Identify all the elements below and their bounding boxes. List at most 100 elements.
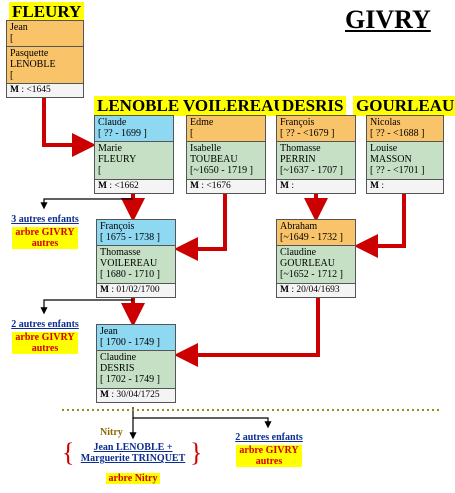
nitry-couple-line1[interactable]: Jean LENOBLE +	[93, 442, 173, 453]
right-brace: }	[190, 438, 203, 467]
person-surname: MASSON	[370, 154, 412, 165]
arrow-voilereau-to-francois	[174, 188, 227, 261]
person-name: Pasquette	[10, 48, 49, 59]
person-surname: FLEURY	[98, 154, 137, 165]
arrow-fleury-to-lenoble	[42, 95, 96, 157]
person-name: Isabelle	[190, 143, 222, 154]
person-surname: GOURLEAU	[280, 258, 335, 269]
person-name: Louise	[370, 143, 398, 154]
arrow-other-children-2	[40, 299, 133, 315]
person-name: Abraham	[280, 221, 318, 232]
person-surname: PERRIN	[280, 154, 316, 165]
marriage-info: M : <1676	[187, 180, 265, 193]
person-dates: [ ?? - <1701 ]	[370, 165, 425, 176]
husband-cell: François [ ?? - <1679 ]	[277, 116, 355, 142]
person-dates: [ 1680 - 1710 ]	[100, 269, 160, 280]
person-dates: [	[10, 70, 14, 81]
wife-cell: Thomasse PERRIN [~1637 - 1707 ]	[277, 142, 355, 180]
wife-cell: Marie FLEURY [	[95, 142, 173, 180]
marriage-info: M : <1662	[95, 180, 173, 193]
husband-cell: Claude [ ?? - 1699 ]	[95, 116, 173, 142]
marriage-info: M : <1645	[7, 84, 83, 97]
husband-cell: Edme [	[187, 116, 265, 142]
page-title: GIVRY	[345, 5, 431, 34]
person-surname: VOILEREAU	[100, 258, 158, 269]
wife-cell: Claudine GOURLEAU [~1652 - 1712 ]	[277, 246, 355, 284]
couple-box-abraham-gourleau[interactable]: Abraham [~1649 - 1732 ] Claudine GOURLEA…	[276, 219, 356, 298]
person-name: François	[280, 117, 315, 128]
nitry-label: Nitry	[100, 427, 123, 438]
person-dates: [ ?? - <1688 ]	[370, 128, 425, 139]
person-dates: [~1649 - 1732 ]	[280, 232, 343, 243]
couple-box-lenoble[interactable]: Claude [ ?? - 1699 ] Marie FLEURY [ M : …	[94, 115, 174, 194]
other-children-link[interactable]: 2 autres enfants	[11, 319, 79, 330]
wife-cell: Louise MASSON [ ?? - <1701 ]	[367, 142, 443, 180]
person-name: Thomasse	[100, 247, 141, 258]
arrow-other-children-1	[40, 198, 133, 210]
left-brace: {	[62, 438, 75, 467]
couple-box-gourleau[interactable]: Nicolas [ ?? - <1688 ] Louise MASSON [ ?…	[366, 115, 444, 194]
person-dates: [ 1702 - 1749 ]	[100, 374, 160, 385]
nitry-couple-line2[interactable]: Marguerite TRINQUET	[80, 453, 186, 464]
family-label-voilereau[interactable]: VOILEREAU	[180, 96, 289, 116]
husband-cell: Abraham [~1649 - 1732 ]	[277, 220, 355, 246]
person-dates: [~1650 - 1719 ]	[190, 165, 253, 176]
person-surname: TOUBEAU	[190, 154, 238, 165]
nitry-tree-block: arbre Nitry	[92, 471, 174, 484]
husband-cell: Nicolas [ ?? - <1688 ]	[367, 116, 443, 142]
wife-cell: Claudine DESRIS [ 1702 - 1749 ]	[97, 351, 175, 389]
person-dates: [ ?? - 1699 ]	[98, 128, 147, 139]
couple-box-jean-desris[interactable]: Jean [ 1700 - 1749 ] Claudine DESRIS [ 1…	[96, 324, 176, 403]
person-surname: DESRIS	[100, 363, 135, 374]
person-dates: [ ?? - <1679 ]	[280, 128, 335, 139]
wife-cell: Pasquette LENOBLE [	[7, 47, 83, 84]
husband-cell: Jean [	[7, 21, 83, 47]
person-name: Jean	[100, 326, 118, 337]
marriage-info: M : 01/02/1700	[97, 284, 175, 297]
person-surname: LENOBLE	[10, 59, 56, 70]
family-label-lenoble[interactable]: LENOBLE	[94, 96, 183, 116]
person-dates: [ 1700 - 1749 ]	[100, 337, 160, 348]
nitry-couple: Jean LENOBLE + Marguerite TRINQUET	[74, 442, 192, 464]
person-name: François	[100, 221, 135, 232]
person-dates: [~1652 - 1712 ]	[280, 269, 343, 280]
couple-box-fleury[interactable]: Jean [ Pasquette LENOBLE [ M : <1645	[6, 20, 84, 98]
person-dates: [	[10, 33, 14, 44]
marriage-info: M : 20/04/1693	[277, 284, 355, 297]
person-dates: [ 1675 - 1738 ]	[100, 232, 160, 243]
family-label-fleury[interactable]: FLEURY	[9, 2, 85, 22]
husband-cell: François [ 1675 - 1738 ]	[97, 220, 175, 246]
person-name: Claudine	[100, 352, 137, 363]
other-children-link[interactable]: 3 autres enfants	[11, 214, 79, 225]
person-name: Claudine	[280, 247, 317, 258]
couple-box-desris[interactable]: François [ ?? - <1679 ] Thomasse PERRIN …	[276, 115, 356, 194]
husband-cell: Jean [ 1700 - 1749 ]	[97, 325, 175, 351]
person-dates: [~1637 - 1707 ]	[280, 165, 343, 176]
arrow-gourleau-to-abraham	[354, 188, 406, 258]
tree-link-nitry[interactable]: arbre Nitry	[105, 473, 161, 484]
wife-cell: Thomasse VOILEREAU [ 1680 - 1710 ]	[97, 246, 175, 284]
marriage-info: M : 30/04/1725	[97, 389, 175, 402]
person-name: Marie	[98, 143, 122, 154]
person-name: Nicolas	[370, 117, 401, 128]
wife-cell: Isabelle TOUBEAU [~1650 - 1719 ]	[187, 142, 265, 180]
family-label-gourleau[interactable]: GOURLEAU	[353, 96, 455, 116]
family-label-desris[interactable]: DESRIS	[279, 96, 347, 116]
marriage-info: M :	[277, 180, 355, 193]
person-name: Thomasse	[280, 143, 321, 154]
person-name: Edme	[190, 117, 214, 128]
arrow-abraham-to-jean	[174, 292, 320, 367]
person-dates: [	[190, 128, 194, 139]
other-children-link[interactable]: 2 autres enfants	[235, 432, 303, 443]
person-dates: [	[98, 165, 102, 176]
couple-box-voilereau[interactable]: Edme [ Isabelle TOUBEAU [~1650 - 1719 ] …	[186, 115, 266, 194]
marriage-info: M :	[367, 180, 443, 193]
arrow-other-children-3	[132, 407, 272, 429]
couple-box-francois-voilereau[interactable]: François [ 1675 - 1738 ] Thomasse VOILER…	[96, 219, 176, 298]
